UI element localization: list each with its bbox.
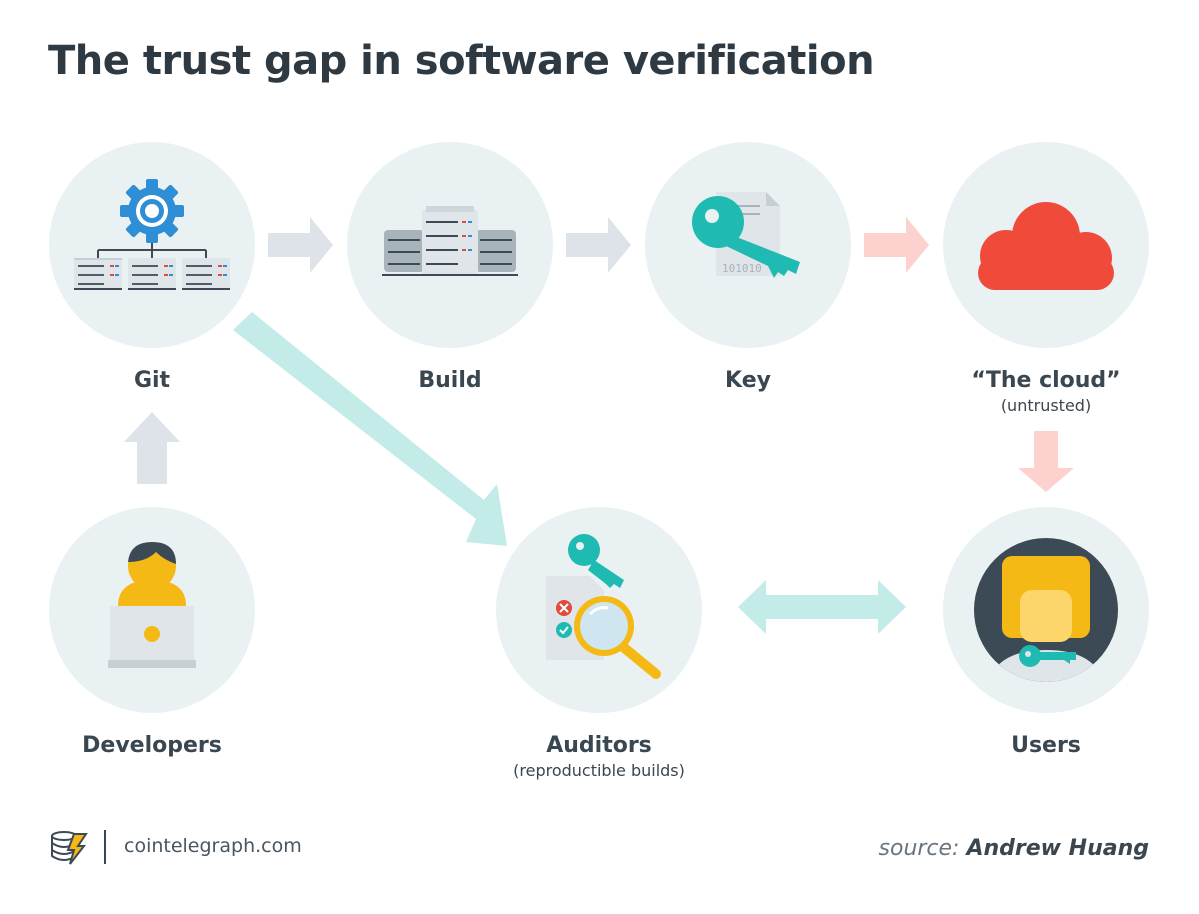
cloud-icon [978,202,1114,290]
footer-source: source: Andrew Huang [879,836,1149,861]
key-icon [692,196,800,278]
arrow-developers-to-git [124,412,180,484]
source-name: Andrew Huang [966,836,1149,861]
arrow-cloud-to-users [1018,431,1074,492]
node-circles [49,142,1149,713]
cloud-sublabel: (untrusted) [1000,396,1092,415]
auditors-label: Auditors [546,733,652,758]
arrow-build-to-key [566,217,631,273]
footer-site-link[interactable]: cointelegraph.com [124,835,302,857]
developers-label: Developers [82,733,222,758]
page-title: The trust gap in software verification [48,38,875,84]
cointelegraph-logo-icon [51,831,88,865]
auditors-sublabel: (reproductible builds) [513,761,685,780]
build-label: Build [418,368,482,393]
gear-icon [120,179,184,243]
magnifier-icon [574,596,661,679]
git-label: Git [133,368,171,393]
source-prefix: source: [878,836,960,861]
svg-text:101010: 101010 [722,262,762,275]
footer-divider [104,830,106,864]
arrow-git-to-auditors [233,312,507,546]
user-avatar-icon [974,538,1118,682]
arrow-git-to-build [268,217,333,273]
laptop-icon [108,606,196,668]
servers-network-icon [97,243,207,258]
key-label: Key [725,368,771,393]
arrow-key-to-cloud [864,217,929,273]
users-label: Users [1011,733,1081,758]
developer-icon [118,542,186,606]
arrow-auditors-users [738,580,906,634]
auditor-key-icon [568,534,624,588]
server-rack-icon [382,206,518,276]
cloud-label: “The cloud” [971,368,1121,393]
git-servers [74,258,230,290]
